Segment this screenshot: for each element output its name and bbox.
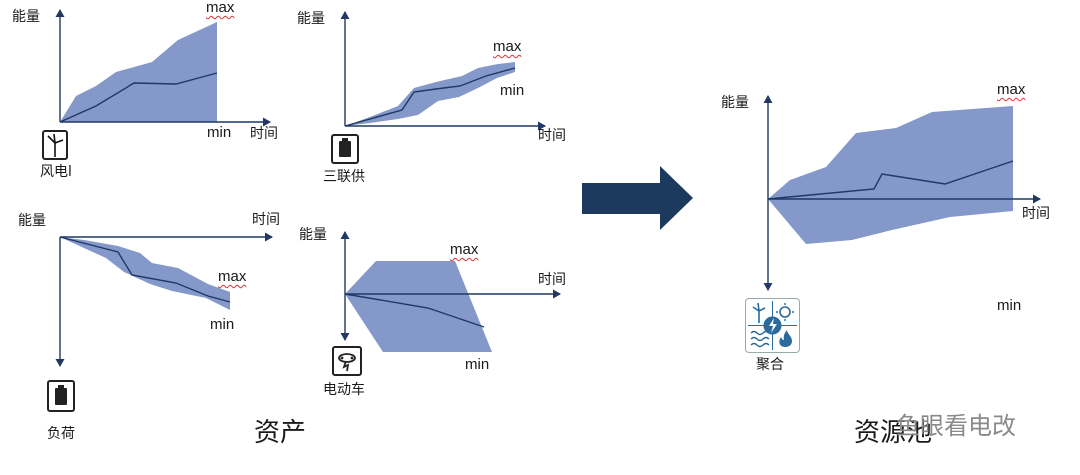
wind-min-label: min [207, 124, 232, 141]
pool-panel [763, 95, 1041, 291]
load-flex-band [60, 237, 230, 310]
wind-time-label: 时间 [250, 126, 278, 142]
chp-caption: 三联供 [323, 169, 365, 185]
wind-panel [55, 9, 271, 127]
chp-min-label: min [500, 82, 525, 99]
chp-energy-label: 能量 [297, 11, 325, 27]
pool-time-label: 时间 [1022, 206, 1050, 222]
chp-time-label: 时间 [538, 128, 566, 144]
pool-caption: 聚合 [756, 357, 784, 373]
wind-flex-band [60, 22, 217, 122]
ev-charger-icon [332, 346, 362, 376]
resource-pool-title: 资源池 [854, 418, 933, 448]
generator-icon [331, 134, 359, 164]
watermark: 鱼眼看电改 [896, 412, 1016, 440]
battery-icon [47, 380, 75, 412]
ev-time-label: 时间 [538, 272, 566, 288]
wind-turbine-icon [42, 130, 68, 160]
aggregate-energy-icon [745, 298, 800, 353]
ev-panel [340, 231, 561, 352]
assets-title: 资产 [254, 418, 307, 448]
chp-flex-band [345, 62, 515, 126]
load-caption: 负荷 [47, 426, 75, 442]
wind-energy-label: 能量 [12, 9, 40, 25]
wind-baseline-line [59, 72, 218, 123]
chp-baseline-line [344, 67, 516, 127]
ev-baseline-line [344, 293, 485, 328]
pool-baseline-line [767, 160, 1014, 200]
ev-caption: 电动车 [323, 382, 365, 398]
load-energy-label: 能量 [18, 213, 46, 229]
ev-energy-label: 能量 [299, 227, 327, 243]
ev-max-label: max [450, 241, 479, 258]
wind-caption: 风电l [40, 164, 72, 180]
load-time-label: 时间 [252, 212, 280, 228]
load-min-label: min [210, 316, 235, 333]
wind-max-label: max [206, 0, 235, 16]
pool-energy-label: 能量 [721, 95, 749, 111]
pool-max-label: max [997, 81, 1026, 98]
chp-panel [340, 11, 546, 131]
chp-max-label: max [493, 38, 522, 55]
aggregation-arrow [582, 166, 693, 230]
pool-min-label: min [997, 297, 1022, 314]
load-max-label: max [218, 268, 247, 285]
load-panel [55, 232, 273, 367]
ev-min-label: min [465, 356, 490, 373]
load-baseline-line [59, 236, 231, 303]
